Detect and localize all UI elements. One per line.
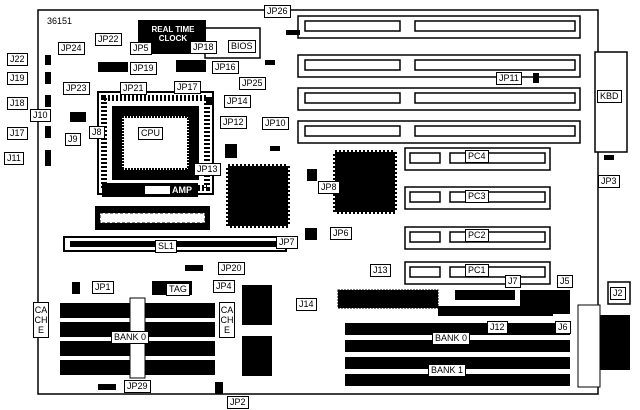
j12-connector	[438, 306, 553, 316]
chipset-2	[333, 150, 397, 214]
j2-connector	[607, 281, 631, 305]
edge-connector	[577, 304, 601, 388]
isa-slots	[297, 15, 581, 144]
bios-box	[204, 27, 261, 59]
cache-chip-1	[242, 285, 272, 325]
cache-chip-2	[242, 336, 272, 376]
chipset-1	[226, 164, 290, 228]
simm-bank0-left	[60, 303, 215, 375]
simm-banks-right	[345, 323, 570, 386]
j7-connector	[455, 290, 515, 300]
cpu-socket	[97, 91, 214, 195]
rtc-chip	[138, 20, 206, 54]
keyboard-connector	[594, 51, 628, 153]
pci-slots	[404, 147, 551, 285]
j14-connector	[337, 289, 439, 309]
